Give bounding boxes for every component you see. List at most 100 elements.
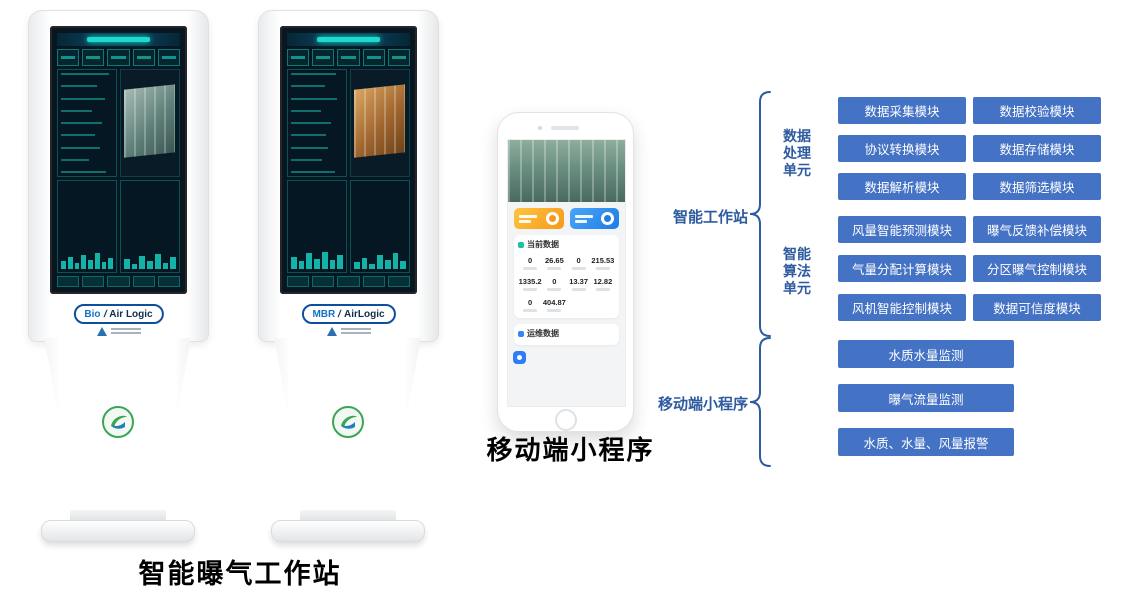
section-title: 运维数据 (527, 329, 559, 338)
dashboard-charts (57, 180, 180, 273)
bar (147, 261, 153, 269)
label-line: 处理 (783, 145, 811, 161)
line (61, 146, 100, 149)
stat-cell: 0 (518, 298, 542, 312)
brand-suffix: Air Logic (109, 308, 153, 320)
camera-icon (538, 126, 542, 130)
bar-chart (120, 180, 180, 273)
module-box: 水质水量监测 (838, 340, 1014, 368)
data-list-panel (57, 69, 117, 177)
module-box: 数据筛选模块 (973, 173, 1101, 200)
card-header: 当前数据 (518, 239, 615, 250)
stat-label (547, 267, 562, 270)
dashboard-footer (287, 276, 411, 287)
tank-render-panel (119, 69, 180, 177)
stat-cell: 12.82 (591, 277, 615, 291)
company-brand (96, 326, 141, 336)
footer-tile (362, 276, 385, 287)
stat-label (547, 288, 562, 291)
kiosk-base-plate (40, 520, 195, 542)
line (291, 134, 327, 137)
label-line: 智能 (783, 246, 811, 262)
label-line: 算法 (783, 263, 811, 279)
section-title: 当前数据 (527, 240, 559, 249)
section-dot-icon (518, 241, 524, 248)
bar (88, 260, 93, 269)
bar (131, 264, 138, 269)
bar (124, 259, 130, 269)
line (519, 219, 531, 223)
stat-label (523, 309, 538, 312)
kiosk-base-neck (299, 510, 396, 522)
float-chat-icon (513, 351, 526, 364)
company-text (110, 326, 141, 336)
line (291, 171, 335, 173)
algorithm-modules: 风量智能预测模块 曝气反馈补偿模块 气量分配计算模块 分区曝气控制模块 风机智能… (838, 216, 1101, 321)
mobile-brace (749, 337, 771, 467)
footer-tile (312, 276, 335, 287)
bar (162, 263, 169, 269)
module-box: 气量分配计算模块 (838, 255, 966, 282)
stat-value: 13.37 (569, 277, 589, 286)
bar (139, 256, 146, 269)
footer-tile (157, 276, 181, 287)
module-box: 数据采集模块 (838, 97, 966, 124)
module-box: 风量智能预测模块 (838, 216, 966, 243)
module-box: 数据校验模块 (973, 97, 1101, 124)
stat-tile (82, 49, 105, 66)
bar (321, 252, 328, 269)
stat-tile (312, 49, 335, 66)
app-button-blue (569, 208, 619, 229)
stat-label (523, 288, 538, 291)
bar (81, 255, 86, 269)
bar (369, 264, 376, 269)
card-header: 运维数据 (518, 328, 615, 339)
brand-pill-bio: Bio / Air Logic (73, 304, 164, 324)
brand-pill-mbr: MBR / AirLogic (301, 304, 396, 324)
line (291, 158, 322, 161)
current-data-card: 当前数据 0 26.65 0 215.53 1335.2 0 13.37 12.… (514, 235, 619, 318)
kiosk-base-plate (270, 520, 425, 542)
stat-tile (132, 49, 155, 66)
bar (101, 262, 107, 269)
stats-grid: 0 26.65 0 215.53 1335.2 0 13.37 12.82 0 … (518, 256, 615, 312)
home-button-icon (554, 409, 577, 431)
bar (384, 260, 391, 269)
dashboard-charts (287, 180, 410, 273)
kiosk-stand (44, 338, 191, 512)
line (61, 97, 105, 100)
stat-tile (157, 49, 181, 66)
bar (306, 253, 313, 269)
stat-value: 0 (552, 277, 557, 286)
stat-label (571, 288, 586, 291)
stat-value: 1335.2 (518, 277, 542, 286)
data-processing-modules: 数据采集模块 数据校验模块 协议转换模块 数据存储模块 数据解析模块 数据筛选模… (838, 97, 1101, 200)
kiosk-tower: Bio / Air Logic (28, 10, 209, 342)
line (340, 332, 371, 334)
bar (361, 258, 368, 269)
phone: 当前数据 0 26.65 0 215.53 1335.2 0 13.37 12.… (497, 112, 634, 432)
line (61, 134, 95, 137)
bar (314, 259, 320, 269)
bar (298, 261, 305, 269)
line (61, 109, 92, 112)
bar-chart (57, 180, 117, 273)
stat-label (571, 267, 586, 270)
module-box: 曝气流量监测 (838, 384, 1014, 412)
line (61, 73, 109, 75)
line (110, 332, 141, 334)
bar (400, 261, 407, 269)
algorithm-unit-label: 智能 算法 单元 (780, 246, 814, 297)
module-box: 协议转换模块 (838, 135, 966, 162)
stat-value: 215.53 (591, 256, 615, 265)
stat-value: 0 (528, 298, 533, 307)
kiosk-stand (274, 338, 421, 512)
stat-cell: 0 (567, 256, 591, 270)
bar (377, 255, 383, 269)
stat-label (547, 309, 562, 312)
line (61, 158, 90, 161)
company-logo-icon (326, 326, 337, 336)
stat-tile (362, 49, 385, 66)
label-line: 数据 (783, 128, 811, 144)
button-text (574, 213, 593, 225)
